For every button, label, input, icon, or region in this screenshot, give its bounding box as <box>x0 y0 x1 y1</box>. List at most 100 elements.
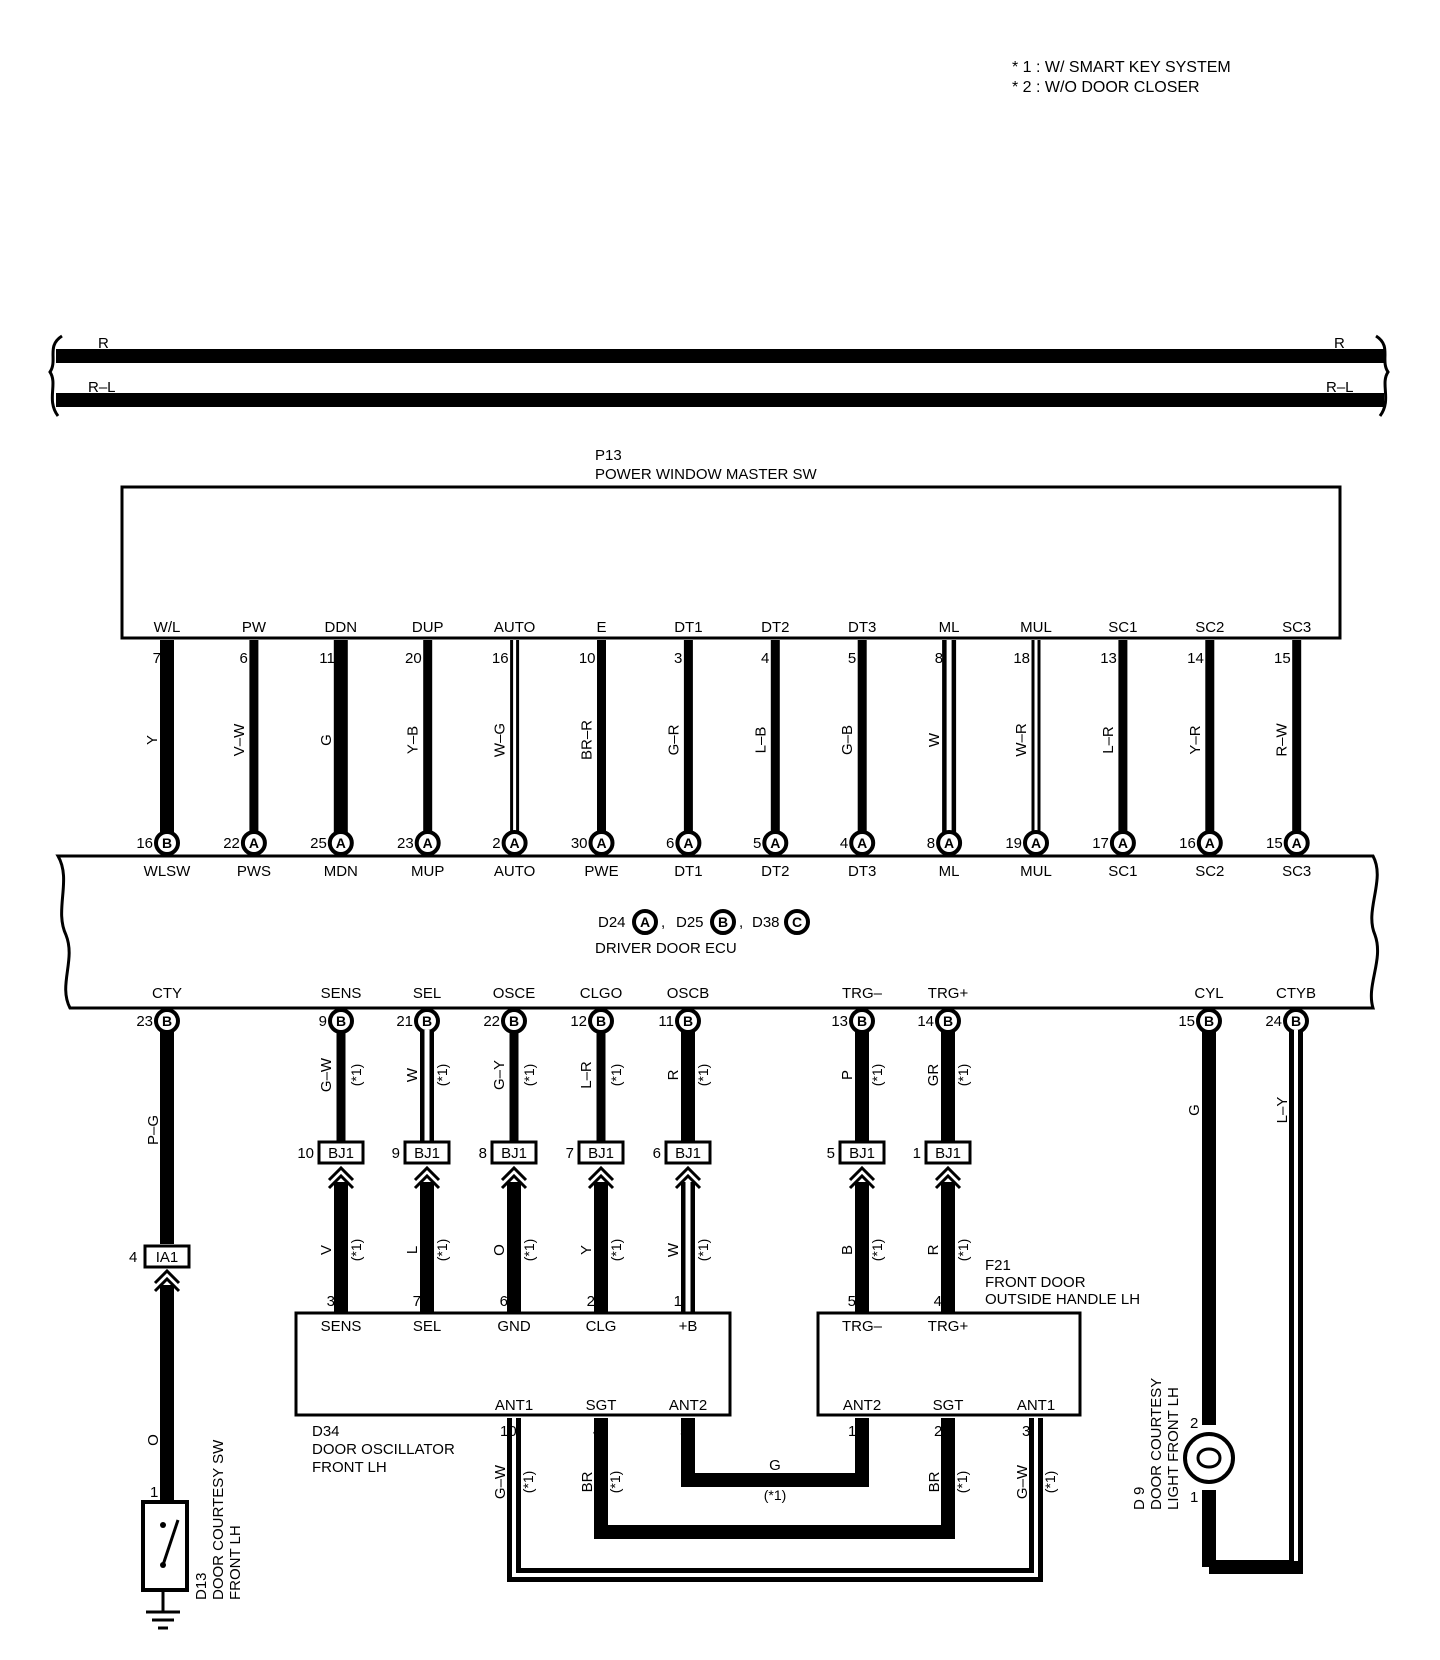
svg-text:(*1): (*1) <box>869 1064 885 1087</box>
svg-text:(*1): (*1) <box>955 1064 971 1087</box>
ecu-pin-label: AUTO <box>494 863 535 880</box>
ecu-bottom-pin-number: 9 <box>319 1013 327 1030</box>
svg-text:A: A <box>944 835 954 851</box>
ecu-bottom-label: TRG+ <box>928 985 969 1002</box>
svg-text:BR: BR <box>926 1471 943 1492</box>
power-bus: R R R–L R–L <box>48 334 1390 417</box>
svg-text:A: A <box>596 835 606 851</box>
svg-text:(*1): (*1) <box>607 1471 623 1494</box>
p13-box <box>120 485 1342 640</box>
wire-color-label: R–W <box>1274 722 1291 756</box>
svg-text:TRG–: TRG– <box>842 1318 883 1335</box>
svg-text:A: A <box>1292 835 1302 851</box>
svg-text:R: R <box>665 1069 682 1080</box>
svg-text:A: A <box>423 835 433 851</box>
svg-text:BJ1: BJ1 <box>588 1145 614 1162</box>
ecu-pin-number: 8 <box>927 835 935 852</box>
ecu-bottom-pin-number: 23 <box>136 1013 153 1030</box>
svg-text:BR: BR <box>579 1471 596 1492</box>
svg-text:A: A <box>640 914 650 930</box>
f21-code: F21 <box>985 1257 1011 1274</box>
p13-pin-number: 5 <box>848 650 856 667</box>
svg-text:(*1): (*1) <box>955 1239 971 1262</box>
svg-text:SENS: SENS <box>321 1318 362 1335</box>
wire-color-label: G–R <box>665 724 682 755</box>
p13-pin-number: 20 <box>405 650 422 667</box>
p13-pin-number: 13 <box>1100 650 1117 667</box>
svg-text:(*1): (*1) <box>608 1239 624 1262</box>
ecu-bottom-label: CLGO <box>580 985 623 1002</box>
svg-text:L–R: L–R <box>578 1061 595 1089</box>
svg-text:GR: GR <box>925 1064 942 1087</box>
bj1-connector <box>490 1140 538 1165</box>
device-pin-number: 7 <box>413 1293 421 1310</box>
f21-name-2: OUTSIDE HANDLE LH <box>985 1291 1140 1308</box>
wire-color-label: L–B <box>752 727 769 754</box>
svg-text:W: W <box>404 1067 421 1082</box>
p13-pin-label: MUL <box>1020 619 1052 636</box>
svg-text:GND: GND <box>497 1318 531 1335</box>
svg-text:10: 10 <box>500 1423 517 1440</box>
svg-text:IA1: IA1 <box>156 1249 179 1266</box>
svg-text:G–Y: G–Y <box>491 1060 508 1090</box>
ecu-bottom-pin-number: 24 <box>1265 1013 1282 1030</box>
ecu-bottom-label: SEL <box>413 985 441 1002</box>
p13-pin-label: ML <box>939 619 960 636</box>
ecu-bottom-label: CTY <box>152 985 182 1002</box>
bj1-connector <box>317 1140 365 1165</box>
ecu-bottom-pin-number: 21 <box>396 1013 413 1030</box>
bj1-connector <box>403 1140 451 1165</box>
svg-text:(*1): (*1) <box>348 1064 364 1087</box>
svg-text:B: B <box>422 1013 432 1029</box>
svg-text:TRG+: TRG+ <box>928 1318 969 1335</box>
cty-lower-color: O <box>145 1434 162 1446</box>
svg-text:B: B <box>596 1013 606 1029</box>
ecu-bottom-pin-TRG+: TRG+B14 <box>917 985 969 1034</box>
ecu-pin-number: 16 <box>1179 835 1196 852</box>
wire-color-label: L–R <box>1100 726 1117 754</box>
svg-text:+B: +B <box>679 1318 698 1335</box>
p13-pin-number: 10 <box>579 650 596 667</box>
ecu-bottom-label: CYL <box>1194 985 1223 1002</box>
svg-text:2: 2 <box>934 1423 942 1440</box>
svg-text:(*1): (*1) <box>520 1471 536 1494</box>
svg-text:A: A <box>1118 835 1128 851</box>
device-pin-number: 4 <box>934 1293 942 1310</box>
p13-pin-number: 6 <box>240 650 248 667</box>
ecu-title: D24 A , D25 B , D38 C DRIVER DOOR ECU <box>595 909 810 957</box>
p13-pin-number: 14 <box>1187 650 1204 667</box>
svg-text:P: P <box>839 1070 856 1080</box>
note-2: * 2 : W/O DOOR CLOSER <box>1012 79 1200 96</box>
bj1-connector <box>838 1140 886 1165</box>
ecu-pin-number: 23 <box>397 835 414 852</box>
courtesy-light-wires: G L–Y 2 1 D 9 DOOR COURTESY LIGHT FRONT … <box>1131 1030 1303 1574</box>
svg-text:W: W <box>665 1242 682 1257</box>
ecu-pin-label: SC3 <box>1282 863 1311 880</box>
bottom-ecu-pin-group: CTYB23SENSB9SELB21OSCEB22CLGOB12OSCBB11T… <box>136 985 1316 1034</box>
bj1-pin-number: 10 <box>297 1145 314 1162</box>
svg-text:L–Y: L–Y <box>1274 1097 1291 1124</box>
svg-text:(*1): (*1) <box>695 1064 711 1087</box>
svg-text:BJ1: BJ1 <box>935 1145 961 1162</box>
d9-lamp <box>1183 1432 1235 1484</box>
svg-text:G: G <box>1186 1104 1203 1116</box>
ecu-name: DRIVER DOOR ECU <box>595 940 737 957</box>
bj1-pin-number: 8 <box>479 1145 487 1162</box>
svg-text:(*1): (*1) <box>764 1487 787 1503</box>
svg-text:G–W: G–W <box>318 1057 335 1092</box>
svg-text:BJ1: BJ1 <box>328 1145 354 1162</box>
svg-text:G–W: G–W <box>1014 1464 1031 1499</box>
svg-text:B: B <box>162 835 172 851</box>
p13-name: POWER WINDOW MASTER SW <box>595 466 817 483</box>
p13-pin-number: 7 <box>153 650 161 667</box>
device-pin-number: 1 <box>674 1293 682 1310</box>
